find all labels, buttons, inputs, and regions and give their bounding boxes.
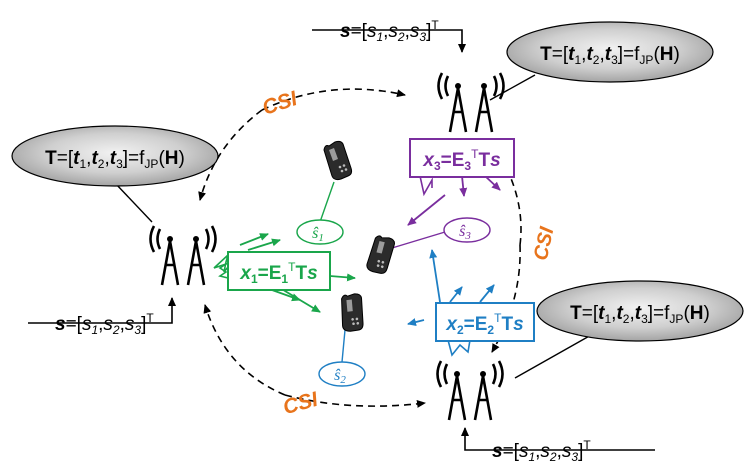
estimate-bubble-2	[318, 361, 366, 387]
csi-arc-bottom-left-in	[203, 304, 286, 396]
svg-text:s=[s1,s2,s3]T: s=[s1,s2,s3]T	[492, 438, 591, 464]
svg-text:x3=E3TTs: x3=E3TTs	[422, 147, 500, 173]
estimate-bubble-3	[443, 217, 491, 243]
user-1: ŝ1	[296, 140, 353, 245]
svg-text:x1=E1TTs: x1=E1TTs	[239, 260, 317, 286]
user-2: ŝ2	[318, 289, 371, 387]
svg-text:s=[s1,s2,s3]T: s=[s1,s2,s3]T	[55, 311, 154, 337]
callout-bubble	[506, 21, 714, 83]
csi-arc-top-left-out	[261, 88, 406, 111]
tx-block-blue: x2=E2TTs	[407, 249, 535, 357]
signal-vector-left: s=[s1,s2,s3]T	[28, 297, 176, 337]
csi-links	[198, 88, 522, 408]
estimate-bubble-1	[296, 219, 344, 245]
callout-bubble	[536, 280, 744, 342]
tx-block-purple: x3=E3TTs	[407, 138, 515, 226]
tx-block-green: x1=E1TTs	[213, 233, 356, 313]
callout-left: T=[t1,t2,t3]=fJP(H)	[11, 125, 219, 187]
csi-label-top: CSI	[260, 87, 302, 120]
callout-bubble	[11, 125, 219, 187]
svg-text:s=[s1,s2,s3]T: s=[s1,s2,s3]T	[340, 18, 439, 44]
phone-icon	[333, 289, 371, 335]
tx-box-3	[409, 138, 515, 178]
callout-top-right: T=[t1,t2,t3]=fJP(H)	[506, 21, 714, 83]
csi-label-bottom: CSI	[281, 388, 322, 420]
callout-formula: T=[t1,t2,t3]=fJP(H)	[540, 44, 680, 67]
svg-text:ŝ3: ŝ3	[459, 223, 471, 242]
tx-box-2	[435, 302, 535, 342]
base-station-icon	[149, 224, 217, 287]
svg-text:ŝ1: ŝ1	[312, 225, 324, 244]
callout-formula: T=[t1,t2,t3]=fJP(H)	[45, 148, 185, 171]
phone-icon	[357, 230, 404, 279]
csi-label-right: CSI	[530, 225, 559, 263]
user-3: ŝ3	[357, 217, 491, 279]
signal-vector-top: s=[s1,s2,s3]T	[312, 18, 466, 53]
csi-arc-top-left-in	[198, 109, 263, 201]
callout-formula: T=[t1,t2,t3]=fJP(H)	[570, 303, 710, 326]
callout-pointers	[114, 74, 601, 379]
svg-text:x2=E2TTs: x2=E2TTs	[445, 311, 523, 337]
tx-box-1	[227, 251, 331, 291]
base-station-icon	[436, 359, 504, 422]
svg-text:ŝ2: ŝ2	[334, 367, 346, 386]
base-station-icon	[437, 71, 505, 134]
csi-arc-bottom-left-out	[284, 394, 426, 408]
callout-bottom-right: T=[t1,t2,t3]=fJP(H)	[536, 280, 744, 342]
signal-vector-bottom: s=[s1,s2,s3]T	[461, 427, 655, 464]
phone-icon	[323, 140, 353, 181]
